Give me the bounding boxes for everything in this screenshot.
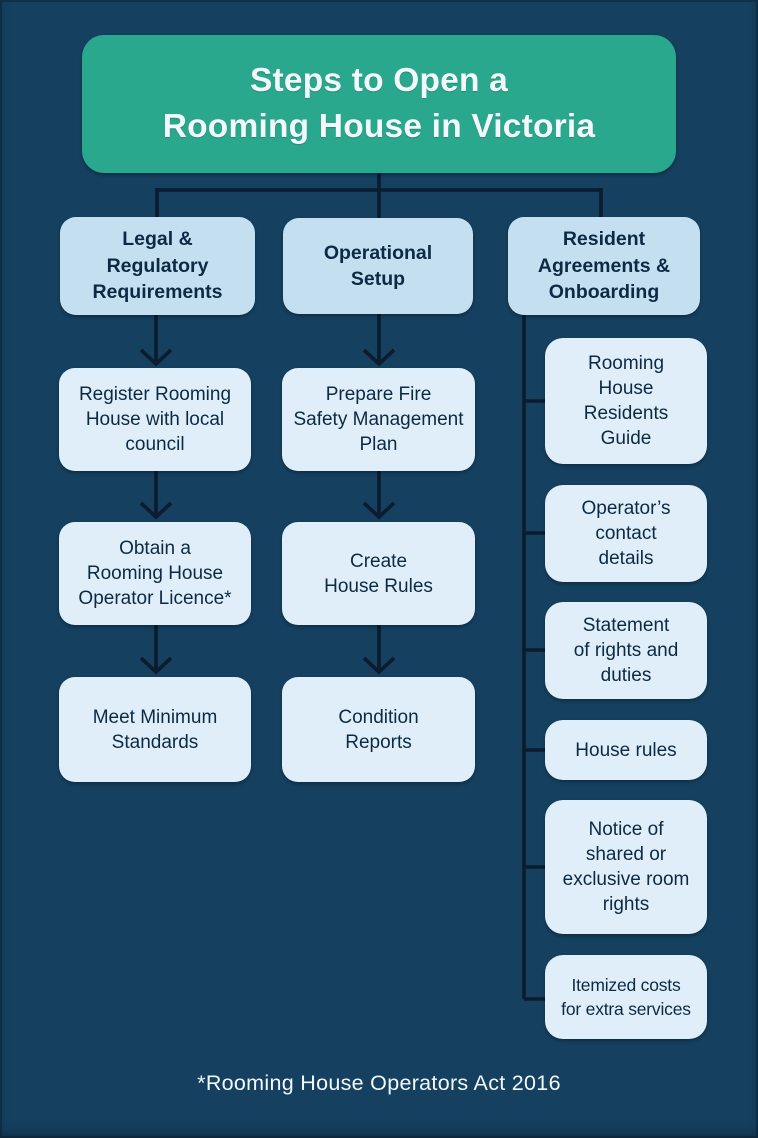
arrow-head — [362, 656, 396, 675]
col3-spine-line — [522, 315, 545, 1001]
column-header-resident-agreements: Resident Agreements & Onboarding — [508, 217, 700, 315]
step-create-house-rules: Create House Rules — [282, 522, 475, 625]
arrow-head — [139, 348, 173, 367]
item-statement-rights-duties: Statement of rights and duties — [545, 602, 707, 699]
item-label: Rooming House Residents Guide — [583, 353, 669, 449]
step-obtain-operator-licence: Obtain a Rooming House Operator Licence* — [59, 522, 251, 625]
step-label: Register Rooming House with local counci… — [78, 384, 232, 455]
item-house-rules: House rules — [545, 720, 707, 780]
footnote-text: *Rooming House Operators Act 2016 — [197, 1070, 561, 1095]
item-itemized-costs: Itemized costs for extra services — [545, 955, 707, 1039]
footnote: *Rooming House Operators Act 2016 — [0, 1066, 758, 1100]
step-label: Meet Minimum Standards — [92, 706, 218, 753]
item-operator-contact-details: Operator’s contact details — [545, 485, 707, 582]
item-label: Itemized costs for extra services — [561, 975, 691, 1019]
step-label: Obtain a Rooming House Operator Licence* — [78, 538, 232, 609]
page-title: Steps to Open a Rooming House in Victori… — [162, 62, 596, 145]
arrow-head — [139, 656, 173, 675]
column-header-label: Legal & Regulatory Requirements — [92, 228, 223, 304]
arrow-head — [362, 348, 396, 367]
item-label: House rules — [575, 739, 677, 761]
step-label: Condition Reports — [338, 706, 419, 753]
item-label: Operator’s contact details — [581, 498, 671, 569]
title-box: Steps to Open a Rooming House in Victori… — [82, 35, 676, 173]
step-meet-minimum-standards: Meet Minimum Standards — [59, 677, 251, 782]
step-condition-reports: Condition Reports — [282, 677, 475, 782]
arrow-head — [139, 501, 173, 520]
column-header-label: Resident Agreements & Onboarding — [537, 228, 671, 304]
step-register-with-council: Register Rooming House with local counci… — [59, 368, 251, 471]
item-residents-guide: Rooming House Residents Guide — [545, 338, 707, 464]
step-label: Prepare Fire Safety Management Plan — [293, 384, 464, 455]
step-fire-safety-plan: Prepare Fire Safety Management Plan — [282, 368, 475, 471]
column-header-label: Operational Setup — [323, 241, 433, 291]
column-header-legal-regulatory: Legal & Regulatory Requirements — [60, 217, 255, 315]
step-label: Create House Rules — [324, 550, 433, 597]
item-label: Notice of shared or exclusive room right… — [562, 819, 690, 915]
column-header-operational-setup: Operational Setup — [283, 218, 473, 314]
arrow-head — [362, 501, 396, 520]
top-branch-line — [155, 173, 603, 218]
item-label: Statement of rights and duties — [573, 615, 679, 686]
item-room-rights-notice: Notice of shared or exclusive room right… — [545, 800, 707, 934]
